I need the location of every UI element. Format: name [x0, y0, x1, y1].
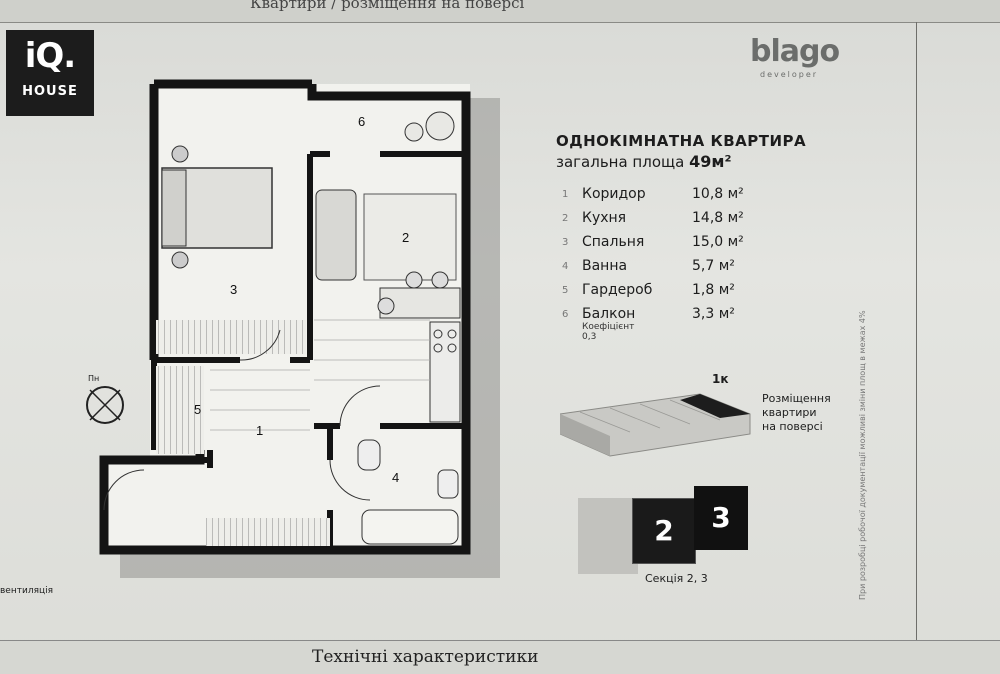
apartment-title: ОДНОКІМНАТНА КВАРТИРА — [556, 132, 807, 150]
room-area: 15,0 м² — [692, 234, 744, 250]
apartment-area: загальна площа 49м² — [556, 152, 731, 171]
caption-line: Розміщення — [762, 392, 831, 405]
room-number: 5 — [562, 285, 569, 296]
compass-icon — [86, 386, 124, 424]
room-name: Спальня — [582, 234, 645, 250]
room-name: Коридор — [582, 186, 646, 202]
iq-house-logo: iQ. HOUSE — [6, 30, 94, 116]
room-area: 14,8 м² — [692, 210, 744, 226]
room-number: 4 — [562, 261, 569, 272]
floor-plan: 1 2 3 4 5 6 — [99, 79, 500, 578]
plan-label-2: 2 — [402, 230, 409, 245]
plan-label-5: 5 — [194, 402, 201, 417]
compass-label: Пн — [88, 374, 100, 383]
area-label: загальна площа — [556, 153, 685, 171]
running-header-text: Квартири / розміщення на поверсі — [250, 0, 525, 12]
balcony-coefficient: Коефіцієнт 0,3 — [582, 322, 635, 342]
room-area: 5,7 м² — [692, 258, 735, 274]
room-area: 3,3 м² — [692, 306, 735, 322]
vent-legend: вентиляція — [0, 586, 54, 596]
plan-label-4: 4 — [392, 470, 399, 485]
developer-logo: blago — [750, 34, 840, 69]
room-number: 1 — [562, 189, 569, 200]
floor-position-caption: Розміщення квартири на поверсі — [762, 392, 831, 434]
developer-tagline: developer — [760, 70, 819, 79]
room-name: Кухня — [582, 210, 627, 226]
room-number: 2 — [562, 213, 569, 224]
page-frame-right — [916, 22, 917, 640]
plan-label-3: 3 — [230, 282, 237, 297]
section-block-3: 3 — [694, 486, 748, 550]
room-name: Ванна — [582, 258, 628, 274]
floor-position-diagram — [560, 393, 751, 457]
room-area: 1,8 м² — [692, 282, 735, 298]
section-heading: Технічні характеристики — [312, 647, 539, 667]
plan-label-6: 6 — [358, 114, 365, 129]
logo-mark: iQ. — [24, 36, 76, 76]
room-number: 3 — [562, 237, 569, 248]
room-area: 10,8 м² — [692, 186, 744, 202]
logo-wordmark: HOUSE — [22, 84, 78, 99]
caption-line: квартири — [762, 406, 817, 419]
area-value: 49м² — [689, 152, 732, 171]
section-block-2: 2 — [632, 498, 696, 564]
section-heading-bar: Технічні характеристики — [0, 640, 1000, 674]
room-number: 6 — [562, 309, 569, 320]
room-name: Гардероб — [582, 282, 653, 298]
running-header: Квартири / розміщення на поверсі — [0, 0, 1000, 23]
room-name: Балкон — [582, 306, 636, 322]
caption-line: на поверсі — [762, 420, 823, 433]
section-block-neighbor — [578, 498, 638, 574]
side-note: При розробці робочої документації можлив… — [858, 310, 867, 600]
floor-marker: 1к — [712, 372, 729, 386]
section-diagram: 2 3 — [578, 486, 748, 576]
section-caption: Секція 2, 3 — [645, 572, 708, 585]
plan-label-1: 1 — [256, 423, 263, 438]
